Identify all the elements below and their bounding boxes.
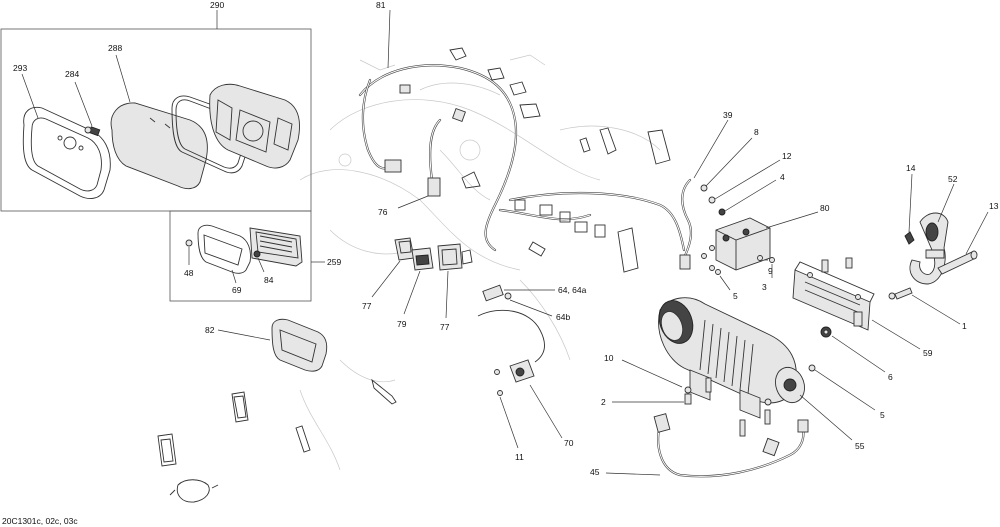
callout-259: 259	[327, 257, 341, 267]
nut-5-lower-part	[808, 364, 816, 372]
callout-79: 79	[397, 319, 407, 329]
callout-293: 293	[13, 63, 27, 73]
winch-part	[658, 297, 805, 419]
misc-brackets	[157, 378, 397, 503]
display-module-box	[169, 210, 312, 302]
callout-59: 59	[923, 348, 933, 358]
screw-84-part	[253, 250, 261, 258]
relay-cable-39-part	[679, 178, 693, 270]
bolt-1-part	[888, 287, 913, 300]
callout-69: 69	[232, 285, 242, 295]
callout-55: 55	[855, 441, 865, 451]
nut-6-part	[820, 326, 832, 338]
switch-right-part	[437, 243, 473, 271]
callout-64-64a: 64, 64a	[558, 285, 587, 295]
diagram-code: 20C1301c, 02c, 03c	[2, 516, 78, 526]
callout-9: 9	[768, 266, 773, 276]
callout-52: 52	[948, 174, 958, 184]
harness-clips	[449, 47, 671, 273]
speed-sensor-70-part	[477, 309, 546, 396]
knob-part	[84, 126, 101, 137]
callout-11: 11	[515, 452, 524, 462]
lens-part	[110, 102, 208, 190]
winch-cable-45-part	[653, 413, 809, 478]
callout-84: 84	[264, 275, 274, 285]
switch-middle-part	[411, 247, 434, 271]
callout-288: 288	[108, 43, 122, 53]
callout-12: 12	[782, 151, 792, 161]
callout-5-lower: 5	[880, 410, 885, 420]
callout-64b: 64b	[556, 312, 570, 322]
contactor-80-part	[701, 217, 771, 271]
callout-10: 10	[604, 353, 614, 363]
nut-4-part	[718, 208, 726, 216]
callout-5-upper: 5	[733, 291, 738, 301]
winch-bolts	[684, 377, 772, 437]
nut-5-upper-part	[715, 269, 721, 275]
callout-76: 76	[378, 207, 388, 217]
callout-14: 14	[906, 163, 916, 173]
callout-48: 48	[184, 268, 194, 278]
hook-14-part	[904, 231, 915, 245]
callout-77-right: 77	[440, 322, 450, 332]
callout-13: 13	[989, 201, 999, 211]
screw-9-part	[757, 255, 763, 261]
cluster-assembly-box	[0, 28, 312, 212]
callout-39: 39	[723, 110, 733, 120]
callout-70: 70	[564, 438, 574, 448]
display-module-group: 259 69 48 84	[169, 210, 341, 302]
callout-77-left: 77	[362, 301, 372, 311]
switch-left-part	[394, 237, 415, 261]
callout-6: 6	[888, 372, 893, 382]
roller-fairlead-part	[792, 257, 875, 331]
display-unit-82-part	[271, 318, 328, 372]
callout-1: 1	[962, 321, 967, 331]
main-harness-part: 81	[358, 0, 686, 257]
callout-82: 82	[205, 325, 215, 335]
connector-64-part	[482, 284, 512, 302]
background-ghost-outline	[299, 54, 661, 471]
callout-3: 3	[762, 282, 767, 292]
callout-2: 2	[601, 397, 606, 407]
screw-3-part	[769, 257, 775, 263]
hook-52-part	[909, 212, 949, 285]
callout-284: 284	[65, 69, 79, 79]
pin-13-part	[937, 250, 978, 275]
callout-8: 8	[754, 127, 759, 137]
nut-48-part	[185, 239, 193, 247]
nut-12-part	[708, 196, 716, 204]
callout-290: 290	[210, 0, 224, 10]
washer-8-part	[700, 184, 708, 192]
callout-4: 4	[780, 172, 785, 182]
callout-45: 45	[590, 467, 600, 477]
callout-81: 81	[376, 0, 386, 10]
callout-80: 80	[820, 203, 830, 213]
cluster-assembly-group: 290 293 284 288	[0, 0, 312, 212]
cluster-housing-part	[209, 83, 300, 169]
frame-part	[197, 224, 251, 274]
